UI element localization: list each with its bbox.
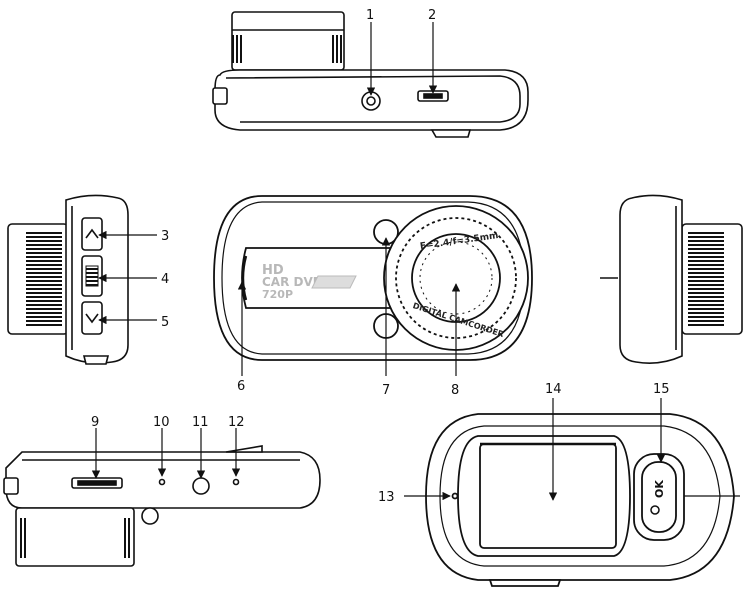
front-view: HD CAR DVR 720P F=2.4/f=3.5mm DIGITAL CA… [213, 195, 533, 361]
callout-15: 15 [653, 382, 670, 397]
callout-1: 1 [366, 8, 374, 23]
callout-13: 13 [378, 490, 395, 505]
mic-slot [241, 255, 248, 301]
up-button[interactable] [81, 217, 103, 251]
callout-11: 11 [192, 415, 209, 430]
callout-9: 9 [91, 415, 99, 430]
right-side-view [600, 194, 743, 364]
label-car-dvr: CAR DVR [262, 275, 322, 289]
top-clip [212, 87, 228, 105]
right-body [619, 194, 683, 364]
callout-7: 7 [382, 383, 390, 398]
bottom-mount-icon [192, 477, 210, 495]
callout-6: 6 [237, 379, 245, 394]
menu-icon [85, 265, 99, 287]
label-resolution: 720P [262, 288, 293, 301]
callout-12: 12 [228, 415, 245, 430]
callout-14: 14 [545, 382, 562, 397]
callout-3: 3 [161, 229, 169, 244]
back-view: OK [425, 413, 740, 587]
top-lens-barrel [231, 11, 345, 71]
callout-10: 10 [153, 415, 170, 430]
up-arrow-icon [85, 228, 99, 239]
down-button[interactable] [81, 301, 103, 335]
bottom-clip [3, 477, 19, 495]
ok-label: OK [653, 480, 666, 498]
label-hd: HD [262, 263, 284, 278]
reset-hole-icon [158, 478, 166, 486]
mic-hole-icon [451, 492, 459, 500]
lcd-screen [479, 443, 617, 549]
callout-8: 8 [451, 383, 459, 398]
callout-2: 2 [428, 8, 436, 23]
top-view [212, 11, 529, 138]
left-side-view [7, 194, 129, 365]
bottom-lens-barrel [15, 507, 135, 567]
down-arrow-icon [85, 313, 99, 324]
callout-4: 4 [161, 272, 169, 287]
top-foot [430, 129, 472, 138]
callout-5: 5 [161, 315, 169, 330]
brand-logo-icon [311, 275, 357, 289]
power-icon [650, 505, 660, 515]
status-led-icon [232, 478, 240, 486]
bottom-view [3, 445, 321, 567]
